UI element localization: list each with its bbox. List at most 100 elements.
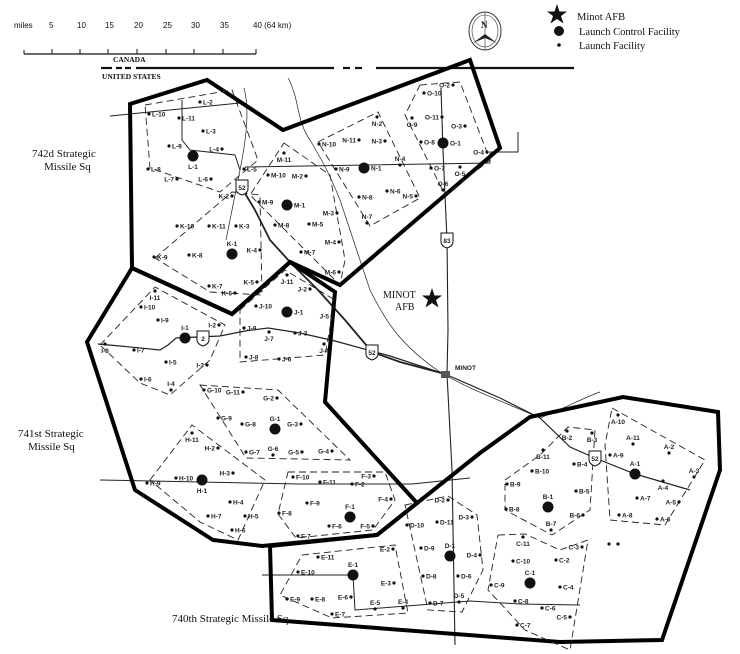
launch-facility[interactable]: K-5	[244, 279, 259, 286]
launch-facility[interactable]: H-11	[185, 431, 199, 444]
launch-facility[interactable]: M-2	[292, 173, 308, 180]
launch-facility[interactable]: O-4	[473, 149, 489, 156]
launch-facility[interactable]: I-3	[196, 362, 209, 369]
launch-facility[interactable]: G-11	[226, 389, 245, 396]
launch-facility[interactable]: J-4	[319, 342, 329, 355]
launch-facility[interactable]: N-3	[372, 138, 387, 145]
launch-facility[interactable]: N-4	[395, 156, 406, 167]
launch-facility[interactable]: K-7	[207, 283, 223, 290]
launch-facility[interactable]: C-5	[557, 614, 572, 621]
launch-facility[interactable]: L-6	[198, 176, 213, 183]
launch-facility[interactable]: L-10	[147, 111, 166, 118]
launch-facility[interactable]: J-3	[293, 330, 308, 337]
launch-facility[interactable]: G-5	[288, 449, 304, 456]
launch-facility[interactable]: F-7	[296, 533, 311, 540]
launch-facility[interactable]: K-9	[152, 254, 168, 261]
launch-facility[interactable]: C-4	[558, 584, 574, 591]
launch-facility[interactable]: D-8	[421, 573, 437, 580]
launch-facility[interactable]: L-9	[167, 143, 182, 150]
launch-facility[interactable]: A-9	[608, 452, 624, 459]
launch-facility[interactable]: H-3	[220, 470, 235, 477]
launch-facility[interactable]: I-10	[139, 304, 156, 311]
launch-facility[interactable]: N-11	[342, 137, 361, 144]
launch-facility[interactable]: B-8	[504, 506, 520, 513]
launch-facility[interactable]: N-6	[385, 188, 401, 195]
launch-facility[interactable]: E-4	[398, 599, 409, 610]
launch-facility[interactable]: D-5	[454, 593, 465, 604]
launch-control-facility[interactable]: D-1	[444, 543, 456, 562]
launch-facility[interactable]: N-9	[334, 166, 350, 173]
launch-control-facility[interactable]: J-1	[281, 306, 304, 318]
launch-facility[interactable]: M-11	[277, 151, 292, 164]
launch-facility[interactable]: O-5	[455, 165, 466, 178]
launch-facility[interactable]: H-4	[228, 499, 244, 506]
launch-facility[interactable]: N-10	[317, 141, 336, 148]
launch-facility[interactable]: C-9	[489, 582, 505, 589]
launch-facility[interactable]: L-11	[177, 115, 195, 122]
launch-facility[interactable]: L-3	[201, 128, 216, 135]
launch-facility[interactable]: M-7	[299, 249, 316, 256]
launch-facility[interactable]: J-6	[277, 356, 292, 363]
launch-facility[interactable]: G-9	[216, 415, 232, 422]
launch-facility[interactable]: B-7	[546, 521, 557, 532]
launch-control-facility[interactable]: G-1	[269, 416, 281, 435]
launch-facility[interactable]: G-7	[244, 449, 260, 456]
launch-facility[interactable]: E-2	[380, 546, 395, 553]
launch-facility[interactable]: A-4	[658, 479, 669, 492]
launch-facility[interactable]: E-9	[285, 596, 301, 603]
launch-facility[interactable]: D-11	[435, 519, 454, 526]
launch-facility[interactable]: H-7	[206, 513, 222, 520]
launch-facility[interactable]: D-10	[405, 522, 424, 529]
launch-facility[interactable]: A-2	[664, 444, 675, 455]
launch-facility[interactable]: G-8	[240, 421, 256, 428]
launch-facility[interactable]: C-6	[540, 605, 556, 612]
launch-facility[interactable]: L-4	[209, 146, 224, 153]
launch-facility[interactable]: B-3	[587, 431, 598, 444]
launch-facility[interactable]: G-6	[268, 446, 279, 457]
launch-facility[interactable]: C-3	[569, 544, 584, 551]
launch-facility[interactable]: H-5	[243, 513, 259, 520]
launch-facility[interactable]: C-10	[511, 558, 530, 565]
launch-facility[interactable]: D-6	[456, 573, 472, 580]
launch-facility[interactable]: B-11	[536, 448, 550, 461]
launch-control-facility[interactable]: L-1	[187, 150, 199, 172]
launch-facility[interactable]: I-2	[208, 322, 221, 329]
launch-control-facility[interactable]: F-1	[344, 504, 356, 523]
launch-facility[interactable]: O-6	[438, 181, 449, 192]
launch-control-facility[interactable]: H-1	[196, 474, 208, 496]
launch-facility[interactable]: A-3	[689, 468, 700, 479]
launch-facility[interactable]: J-8	[244, 354, 259, 361]
launch-control-facility[interactable]: A-1	[629, 461, 641, 480]
launch-control-facility[interactable]: E-1	[347, 562, 359, 581]
launch-facility[interactable]: A-6	[655, 516, 671, 523]
launch-facility[interactable]: A-8	[617, 512, 633, 519]
launch-facility[interactable]: F-3	[361, 473, 376, 480]
launch-facility[interactable]: K-8	[187, 252, 203, 259]
launch-facility[interactable]: A-10	[611, 413, 625, 426]
launch-facility[interactable]: C-11	[516, 535, 530, 548]
launch-facility[interactable]: E-7	[330, 611, 346, 618]
launch-facility[interactable]: J-5	[320, 313, 334, 320]
launch-facility[interactable]: M-5	[307, 221, 324, 228]
launch-facility[interactable]: B-6	[570, 512, 585, 519]
launch-facility[interactable]: C-2	[554, 557, 570, 564]
launch-facility[interactable]: N-7	[362, 214, 373, 225]
launch-facility[interactable]: B-2	[562, 429, 573, 442]
launch-facility[interactable]: F-2	[350, 481, 365, 488]
launch-facility[interactable]: G-4	[318, 448, 334, 455]
launch-facility[interactable]: H-10	[174, 475, 193, 482]
launch-facility[interactable]: O-10	[422, 90, 442, 97]
launch-facility[interactable]: F-4	[378, 496, 393, 503]
launch-facility[interactable]: E-3	[381, 580, 396, 587]
launch-facility[interactable]: N-2	[372, 115, 383, 128]
launch-facility[interactable]: N-8	[357, 194, 373, 201]
launch-facility[interactable]: C-8	[513, 598, 529, 605]
launch-facility[interactable]: I-5	[164, 359, 177, 366]
launch-facility[interactable]: N-5	[403, 193, 418, 200]
launch-facility[interactable]: J-11	[281, 273, 294, 286]
launch-facility[interactable]: D-9	[419, 545, 435, 552]
launch-control-facility[interactable]: B-1	[542, 494, 554, 513]
launch-facility[interactable]: F-11	[318, 479, 336, 486]
launch-facility[interactable]: I-4	[167, 381, 175, 392]
launch-control-facility[interactable]: O-1	[437, 137, 462, 149]
